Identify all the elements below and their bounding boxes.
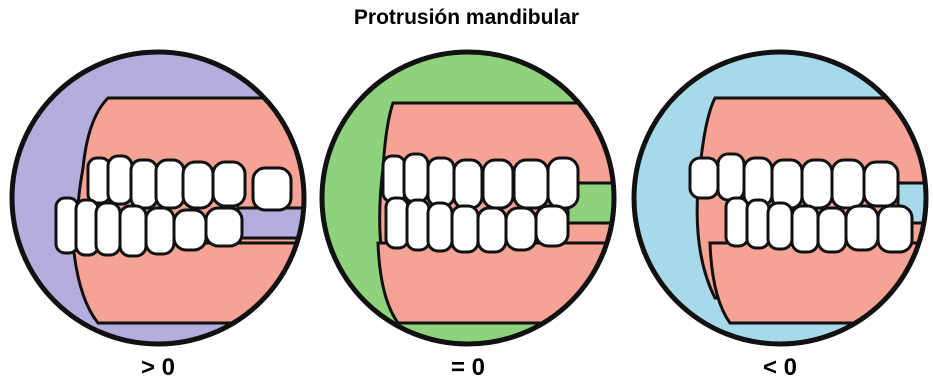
panel-positive bbox=[8, 48, 308, 348]
panel-zero bbox=[318, 48, 618, 348]
jaw-illustration-positive bbox=[8, 48, 308, 348]
jaw-illustration-zero bbox=[318, 48, 618, 348]
jaw-illustration-negative bbox=[630, 48, 930, 348]
lower-gum bbox=[378, 243, 618, 323]
label-negative: < 0 bbox=[630, 354, 930, 382]
label-zero: = 0 bbox=[318, 354, 618, 382]
label-positive: > 0 bbox=[8, 354, 308, 382]
panel-negative bbox=[630, 48, 930, 348]
figure-title: Protrusión mandibular bbox=[0, 6, 933, 30]
